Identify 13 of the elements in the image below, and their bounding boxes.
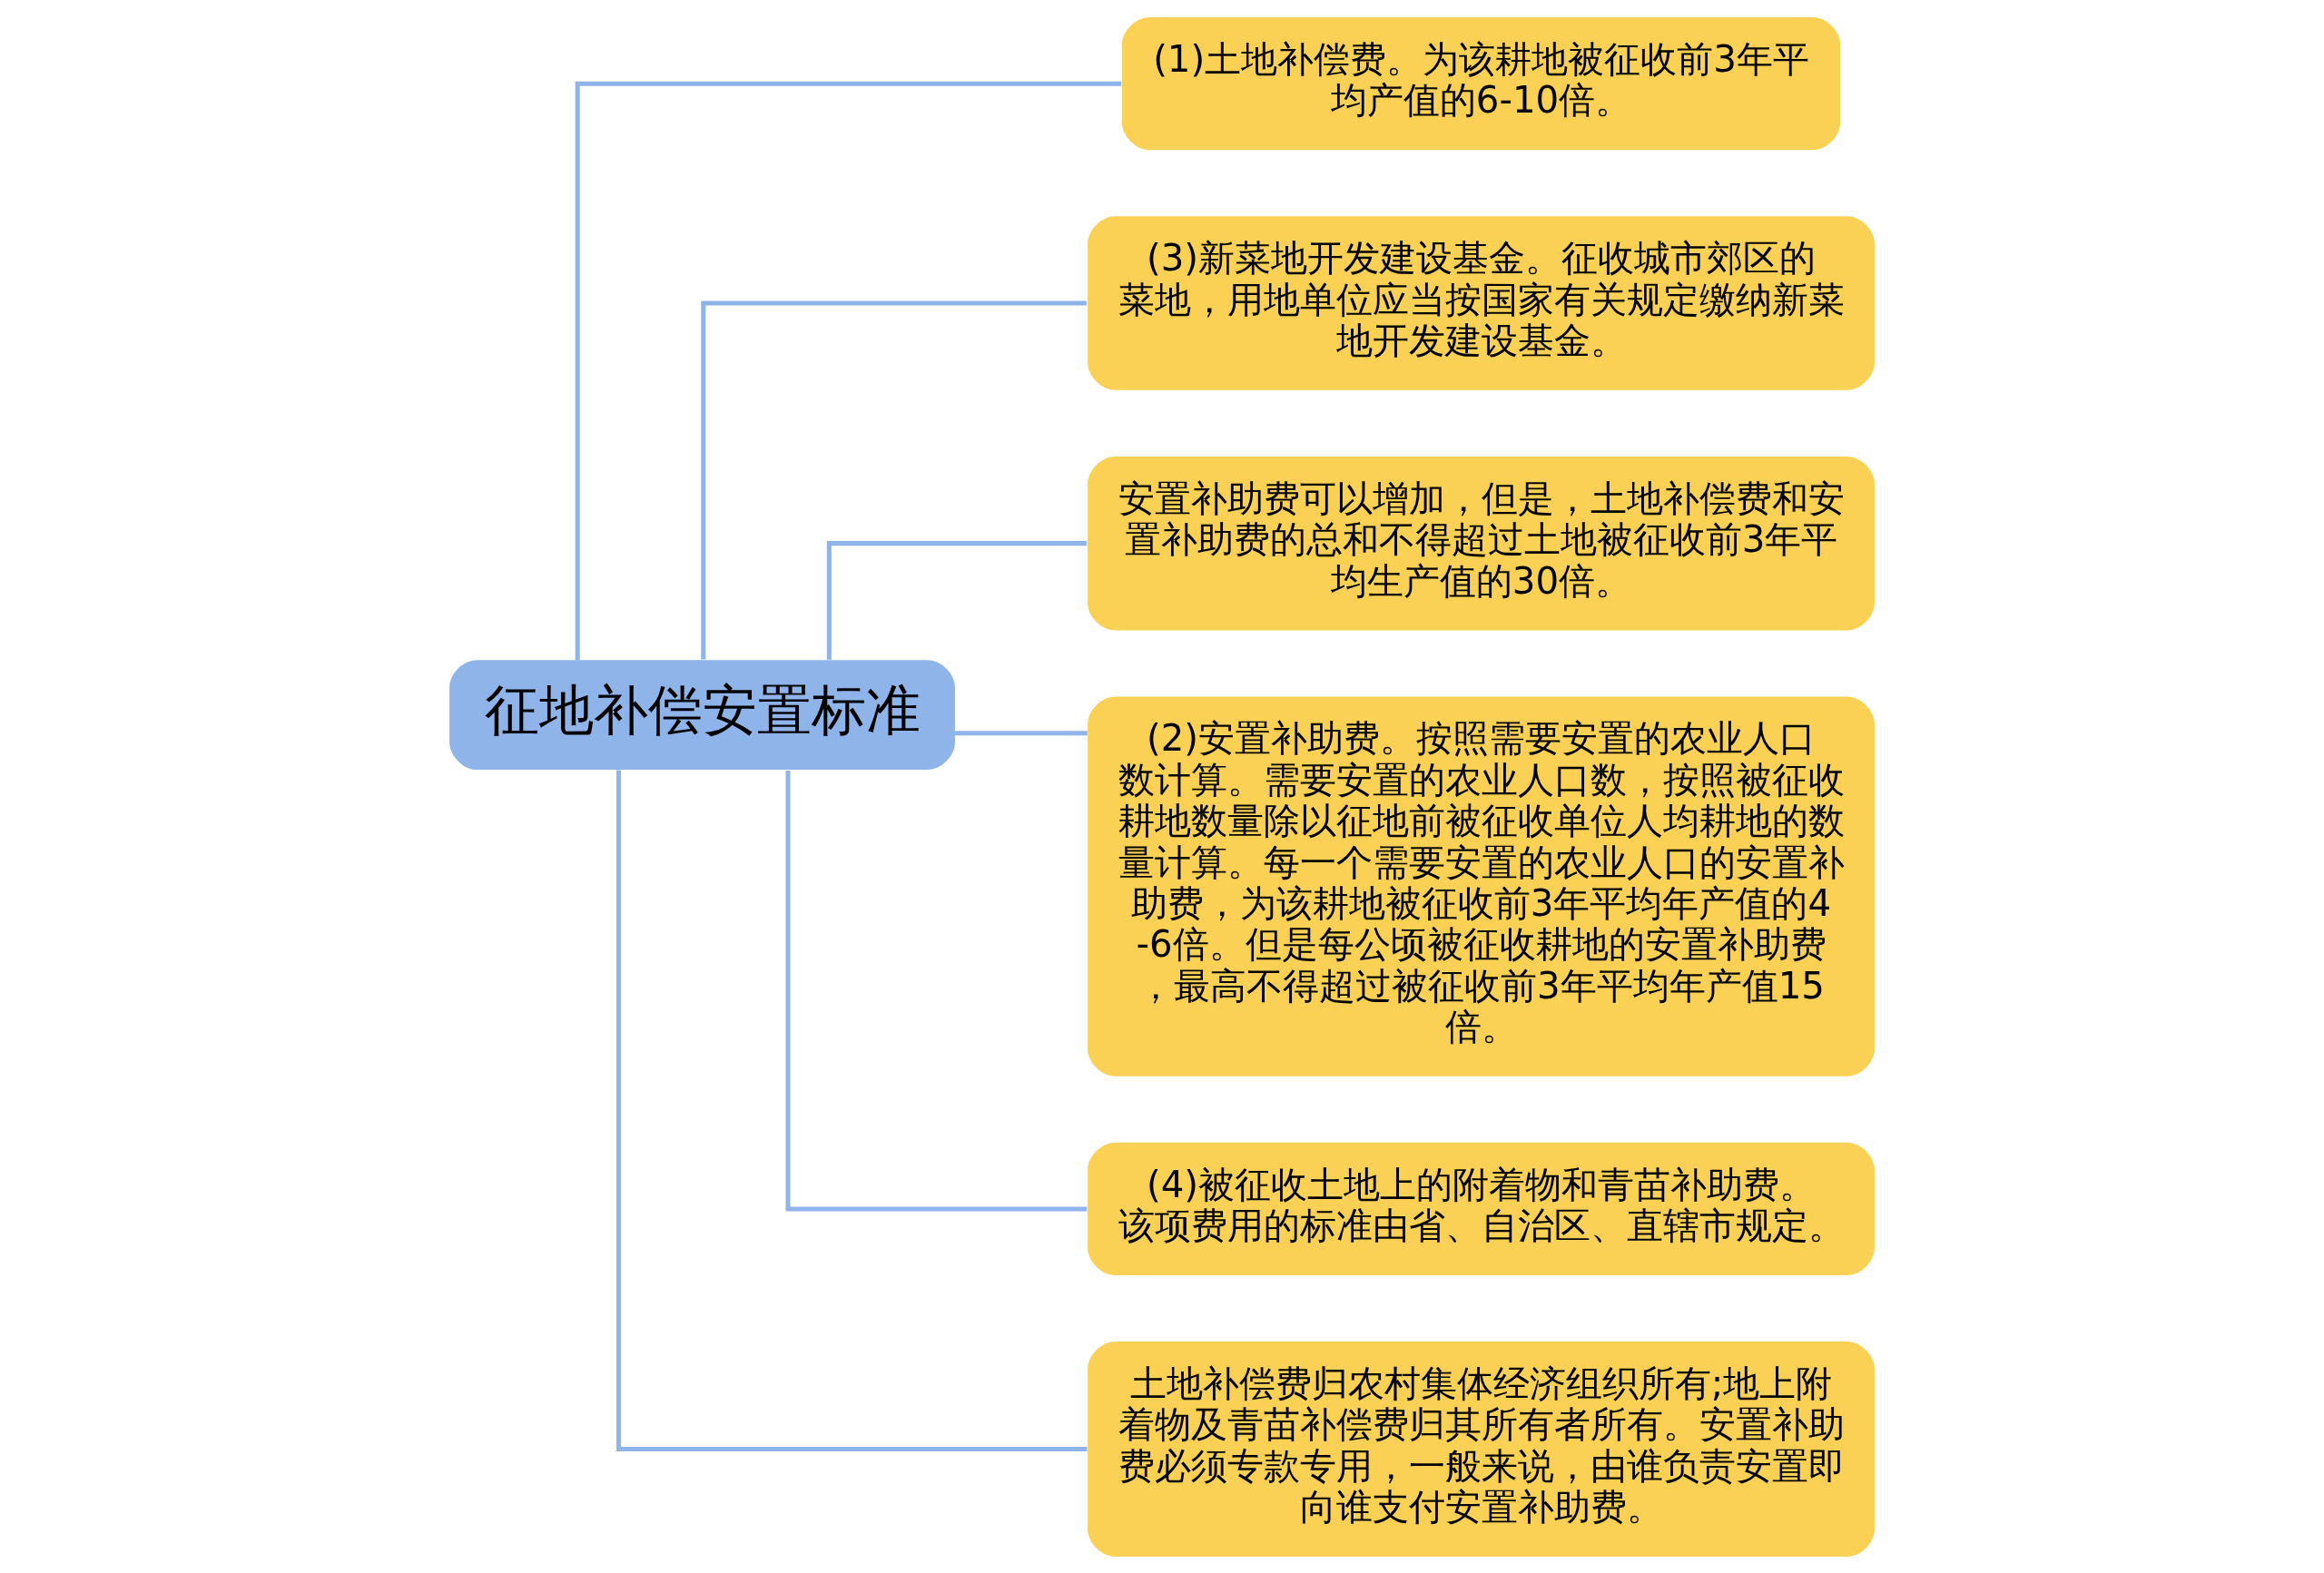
node-box: (3)新菜地开发建设基金。征收城市郊区的菜地，用地单位应当按国家有关规定缴纳新菜地开发建设基金。 [1088,215,1875,390]
connector [616,769,1088,1451]
node-box: (2)安置补助费。按照需要安置的农业人口数计算。需要安置的农业人口数，按照被征收耕地数量除以征地前被征收单位人均耕地的数量计算。每一个需要安置的农业人口的安置补助费，为该耕地被征收前3年平均年产值的4-6倍。但是每公顷被征收耕地的安置补助费，最高不得超过被征收前3年平均年产值15倍。 [1088,695,1875,1077]
connector [955,730,1088,735]
node-box: 土地补偿费归农村集体经济组织所有;地上附着物及青苗补偿费归其所有者所有。安置补助费必须专款专用，一般来说，由谁负责安置即向谁支付安置补助费。 [1088,1341,1875,1557]
connector [701,300,1087,659]
connector [826,540,1088,660]
node-box: (1)土地补偿费。为该耕地被征收前3年平均产值的6-10倍。 [1121,16,1841,150]
node-box: 安置补助费可以增加，但是，土地补偿费和安置补助费的总和不得超过土地被征收前3年平均生产值的30倍。 [1088,456,1875,630]
connector [575,81,1122,660]
node-box: (4)被征收土地上的附着物和青苗补助费。该项费用的标准由省、自治区、直辖市规定。 [1088,1142,1875,1275]
connector [785,770,1088,1211]
node-box: 征地补偿安置标准 [449,659,955,770]
